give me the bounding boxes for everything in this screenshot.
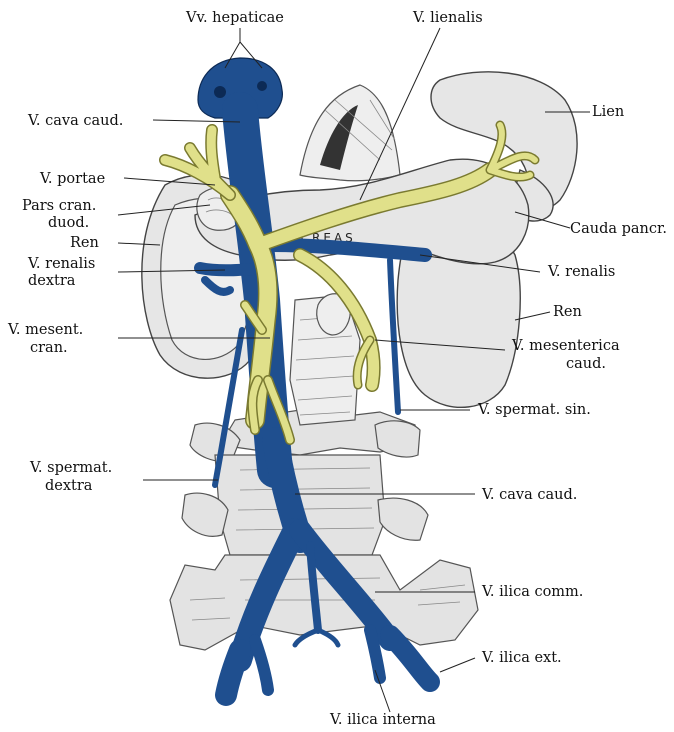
label-lien: Lien [592,104,624,120]
label-v-portae: V. portae [39,171,105,187]
label-v-mesenterica-caud-1: V. mesenterica [511,338,620,354]
label-pars-cran-2: duod. [48,215,89,231]
label-v-spermat-dextra-2: dextra [45,478,93,494]
label-cauda-panc: Cauda pancr. [570,221,667,237]
iliac-int-right [255,640,268,690]
spermatic-vein-left [390,260,398,412]
label-v-ilica-comm: V. ilica comm. [481,584,583,600]
label-pars-cran-1: Pars cran. [22,198,96,214]
label-v-spermat-sin: V. spermat. sin. [477,402,591,418]
label-v-mesent-cran-1: V. mesent. [7,322,83,338]
label-ren-left: Ren [70,235,99,251]
iliac-ext-right [226,650,240,695]
label-v-spermat-dextra-1: V. spermat. [29,460,112,476]
label-vv-hepaticae: Vv. hepaticae [185,10,284,26]
label-v-mesenterica-caud-2: caud. [566,356,606,372]
label-ren-right: Ren [553,304,582,320]
label-v-mesent-cran-2: cran. [30,340,68,356]
label-v-renalis-dextra-1: V. renalis [27,256,95,272]
vertebral-column [170,410,478,650]
diaphragm-crura [300,85,400,181]
label-v-ilica-interna: V. ilica interna [329,712,436,728]
label-v-ilica-ext: V. ilica ext. [481,650,562,666]
label-v-cava-caud-bottom: V. cava caud. [481,487,577,503]
label-v-lienalis: V. lienalis [412,10,483,26]
label-v-cava-caud-top: V. cava caud. [27,113,123,129]
label-v-renalis-dextra-2: dextra [28,273,76,289]
label-v-renalis-right: V. renalis [547,264,615,280]
